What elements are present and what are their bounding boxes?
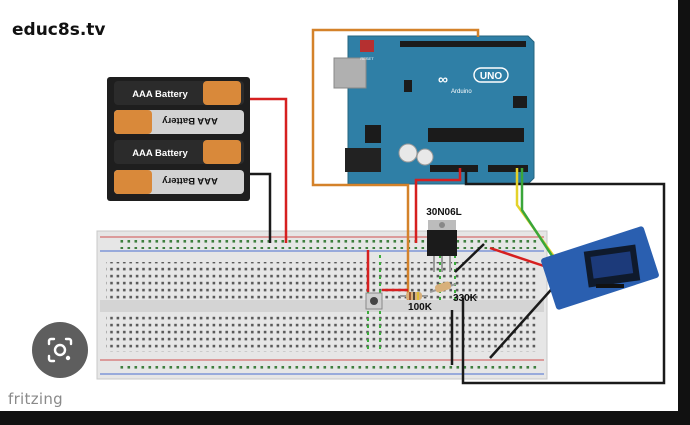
oled-scl-wire xyxy=(520,168,562,269)
arduino-board: RESET ∞ UNO Arduino xyxy=(333,35,535,185)
mosfet-label: 30N06L xyxy=(426,207,462,218)
push-button xyxy=(365,292,383,310)
google-lens-icon xyxy=(47,337,73,363)
resistor-330k-label: 330K xyxy=(453,293,478,304)
arduino-uno-logo: UNO xyxy=(480,71,502,82)
oled-gnd-wire xyxy=(489,281,559,359)
battery-negative-wire xyxy=(250,172,272,243)
arduino-infinity-logo: ∞ xyxy=(438,71,448,87)
right-edge-strip xyxy=(678,0,690,425)
resistor-330k: 330K xyxy=(429,281,478,304)
arduino-brand-text: Arduino xyxy=(451,89,472,95)
oled-display xyxy=(541,226,659,310)
bottom-edge-strip xyxy=(0,411,690,425)
battery-cell-1-label: AAA Battery xyxy=(132,89,188,100)
arduino-gnd-wire xyxy=(461,168,666,385)
battery-cell-3-label: AAA Battery xyxy=(132,148,188,159)
battery-pack: AAA Battery AAA Battery AAA Battery AAA … xyxy=(107,77,250,201)
mosfet: 30N06L xyxy=(426,207,462,272)
breadboard xyxy=(96,230,548,380)
orange-signal-wire xyxy=(311,28,480,300)
arduino-5v-wire xyxy=(414,168,462,243)
mosfet-drain-wire xyxy=(454,243,485,273)
resistor-100k: 100K xyxy=(400,292,433,313)
resistor-100k-label: 100K xyxy=(408,302,433,313)
reset-label: RESET xyxy=(360,56,374,61)
fritzing-watermark: fritzing xyxy=(8,390,63,408)
google-lens-button[interactable] xyxy=(32,322,88,378)
battery-positive-wire xyxy=(250,97,288,243)
brand-title: educ8s.tv xyxy=(12,20,106,40)
battery-cell-4-label: AAA Battery xyxy=(161,175,217,186)
battery-cell-2-label: AAA Battery xyxy=(161,115,217,126)
